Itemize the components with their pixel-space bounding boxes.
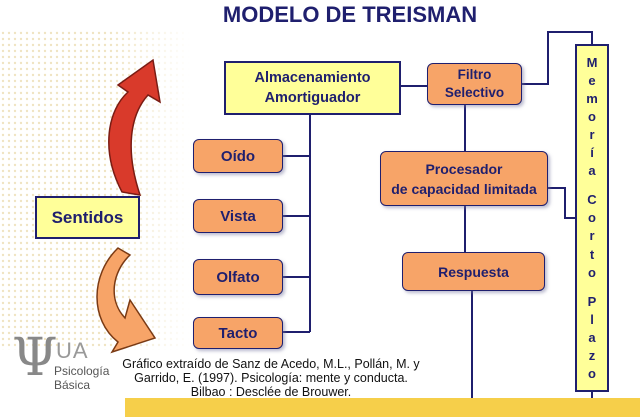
memoria-letter: o [588, 365, 596, 381]
olfato-box: Olfato [193, 259, 283, 295]
source-caption: Gráfico extraído de Sanz de Acedo, M.L.,… [122, 357, 420, 399]
tacto-box: Tacto [193, 317, 283, 349]
bottom-accent-bar [125, 398, 640, 417]
diagram-title: MODELO DE TREISMAN [222, 2, 478, 27]
memoria-letter: a [588, 163, 596, 179]
memoria-letter: m [586, 91, 598, 107]
memoria-letter: o [588, 210, 596, 226]
memoria-letter: C [587, 192, 597, 208]
procesador-box: Procesador de capacidad limitada [380, 151, 548, 206]
ua-psicologia-logo: Ψ UA Psicología Básica [10, 332, 120, 408]
curved-arrow-top-icon [108, 58, 162, 196]
memoria-letter: z [588, 347, 596, 363]
filtro-box: Filtro Selectivo [427, 63, 522, 105]
memoria-letter: e [588, 73, 596, 89]
logo-line2: Básica [54, 378, 91, 392]
logo-abbr: UA [56, 338, 89, 363]
respuesta-box: Respuesta [402, 252, 545, 291]
memoria-letter: a [588, 329, 596, 345]
curved-arrow-bottom-icon [96, 247, 157, 354]
memoria-letter: t [589, 246, 595, 262]
memoria-letter: o [588, 264, 596, 280]
memoria-letter: í [590, 145, 594, 161]
memoria-letter: o [588, 109, 596, 125]
psi-symbol-icon: Ψ [12, 328, 58, 388]
memoria-letter: l [590, 311, 594, 327]
almacenamiento-box: Almacenamiento Amortiguador [224, 61, 401, 115]
sentidos-box: Sentidos [35, 196, 140, 239]
vista-box: Vista [193, 199, 283, 233]
oido-box: Oído [193, 139, 283, 173]
memoria-letter: P [587, 293, 597, 309]
memoria-letter: r [589, 228, 595, 244]
memoria-letter: M [586, 55, 598, 70]
logo-line1: Psicología [54, 364, 110, 378]
memoria-letter: r [589, 127, 595, 143]
